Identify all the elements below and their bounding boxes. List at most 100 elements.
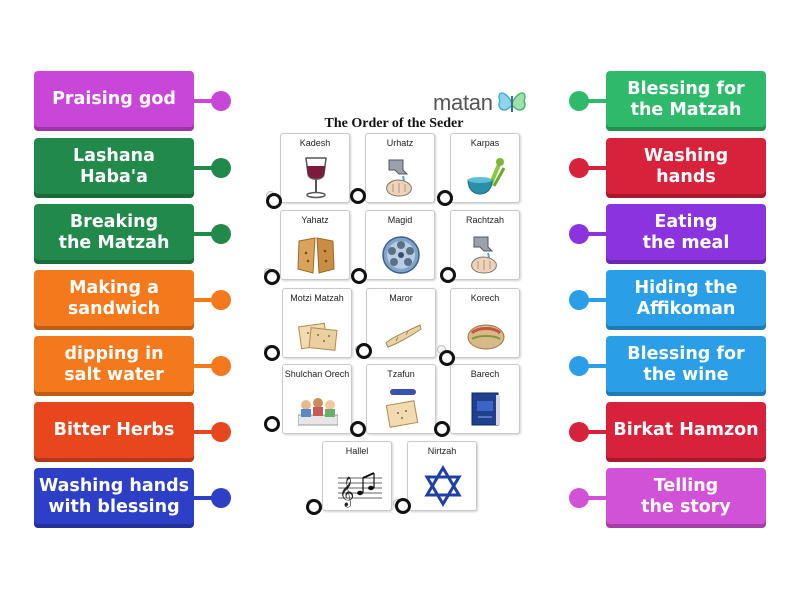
connector-knob[interactable] <box>211 422 231 442</box>
drop-target-motzi-matzah[interactable] <box>264 345 280 361</box>
connector-line <box>194 298 220 302</box>
card-nirtzah: Nirtzah <box>407 441 477 511</box>
drop-target-yahatz[interactable] <box>264 269 280 285</box>
answer-tile-birkat-hamzon[interactable]: Birkat Hamzon <box>606 402 766 462</box>
card-label: Maror <box>389 293 413 303</box>
answer-tile-bitter-herbs[interactable]: Bitter Herbs <box>34 402 194 462</box>
connector-line <box>194 430 220 434</box>
connector-knob[interactable] <box>211 91 231 111</box>
connector-line <box>580 232 606 236</box>
card-urhatz: Urhatz <box>365 133 435 203</box>
connector-line <box>580 99 606 103</box>
celery-bowl-icon <box>467 158 506 195</box>
star-of-david-icon <box>424 465 462 507</box>
drop-target-kadesh[interactable] <box>266 193 282 209</box>
card-label: Kadesh <box>299 138 331 148</box>
connector-knob[interactable] <box>211 290 231 310</box>
connector-line <box>194 99 220 103</box>
sandwich-icon <box>467 324 505 350</box>
answer-tile-hiding-the-affikoman[interactable]: Hiding the Affikoman <box>606 270 766 330</box>
drop-target-rachtzah[interactable] <box>440 267 456 283</box>
drop-target-nirtzah[interactable] <box>395 498 411 514</box>
drop-target-karpas[interactable] <box>437 190 453 206</box>
connector-line <box>580 430 606 434</box>
horseradish-icon <box>385 324 422 348</box>
drop-target-hallel[interactable] <box>306 499 322 515</box>
connector-knob[interactable] <box>211 224 231 244</box>
answer-tile-blessing-for-the-wine[interactable]: Blessing for the wine <box>606 336 766 396</box>
card-label: Tzafun <box>387 369 415 379</box>
broken-matzah-icon <box>297 237 335 274</box>
family-meal-icon <box>298 398 338 426</box>
drop-target-tzafun[interactable] <box>350 421 366 437</box>
answer-tile-praising-god[interactable]: Praising god <box>34 71 194 131</box>
answer-tile-lashana-habaa[interactable]: Lashana Haba'a <box>34 138 194 198</box>
card-label: Korech <box>470 293 500 303</box>
card-tzafun: Tzafun <box>366 364 436 434</box>
matan-logo: matan <box>433 88 529 118</box>
card-yahatz: Yahatz <box>280 210 350 280</box>
music-notes-icon: 𝄞 <box>338 472 382 508</box>
card-rachtzah: Rachtzah <box>450 210 520 280</box>
answer-tile-breaking-the-matzah[interactable]: Breaking the Matzah <box>34 204 194 264</box>
connector-knob[interactable] <box>569 422 589 442</box>
card-hallel: Hallel 𝄞 <box>322 441 392 511</box>
card-maror: Maror <box>366 288 436 358</box>
butterfly-icon <box>498 92 526 112</box>
drop-target-magid[interactable] <box>351 268 367 284</box>
card-barech: Barech <box>450 364 520 434</box>
matzah-icon <box>298 322 338 351</box>
answer-tile-making-a-sandwich[interactable]: Making a sandwich <box>34 270 194 330</box>
drop-target-barech[interactable] <box>434 421 450 437</box>
connector-knob[interactable] <box>569 488 589 508</box>
card-label: Karpas <box>470 138 500 148</box>
seder-title: The Order of the Seder <box>324 116 464 131</box>
connector-line <box>194 364 220 368</box>
connector-knob[interactable] <box>569 91 589 111</box>
logo-text: matan <box>433 90 493 115</box>
afikoman-icon <box>385 389 419 428</box>
wine-glass-icon <box>305 157 327 199</box>
card-label: Motzi Matzah <box>290 293 344 303</box>
answer-tile-dipping-in-salt-water[interactable]: dipping in salt water <box>34 336 194 396</box>
answer-tile-eating-the-meal[interactable]: Eating the meal <box>606 204 766 264</box>
answer-tile-washing-hands[interactable]: Washing hands <box>606 138 766 198</box>
answer-tile-washing-hands-with-blessing[interactable]: Washing hands with blessing <box>34 468 194 528</box>
connector-line <box>194 166 220 170</box>
svg-text:𝄞: 𝄞 <box>339 476 354 508</box>
card-korech: Korech <box>450 288 520 358</box>
card-label: Barech <box>470 369 500 379</box>
connector-knob[interactable] <box>569 224 589 244</box>
seder-plate-icon <box>382 236 420 274</box>
card-label: Urhatz <box>386 138 414 148</box>
card-motzi-matzah: Motzi Matzah <box>282 288 352 358</box>
connector-knob[interactable] <box>211 356 231 376</box>
drop-target-urhatz[interactable] <box>350 188 366 204</box>
connector-line <box>580 364 606 368</box>
prayer-book-icon <box>471 392 500 426</box>
connector-knob[interactable] <box>211 158 231 178</box>
answer-tile-telling-the-story[interactable]: Telling the story <box>606 468 766 528</box>
card-karpas: Karpas <box>450 133 520 203</box>
drop-target-shulchan-orech[interactable] <box>264 416 280 432</box>
card-label: Yahatz <box>301 215 329 225</box>
drop-target-korech[interactable] <box>439 350 455 366</box>
connector-knob[interactable] <box>569 356 589 376</box>
connector-knob[interactable] <box>211 488 231 508</box>
card-label: Hallel <box>345 446 369 456</box>
card-magid: Magid <box>365 210 435 280</box>
drop-target-maror[interactable] <box>356 343 372 359</box>
answer-tile-blessing-for-the-matzah[interactable]: Blessing for the Matzah <box>606 71 766 131</box>
hand-washing-icon <box>471 236 497 274</box>
connector-line <box>194 496 220 500</box>
connector-knob[interactable] <box>569 290 589 310</box>
connector-line <box>580 298 606 302</box>
card-label: Shulchan Orech <box>284 369 350 379</box>
hand-washing-icon <box>386 159 412 197</box>
connector-line <box>194 232 220 236</box>
card-label: Nirtzah <box>427 446 457 456</box>
card-shulchan-orech: Shulchan Orech <box>282 364 352 434</box>
card-label: Rachtzah <box>465 215 505 225</box>
connector-line <box>580 496 606 500</box>
connector-knob[interactable] <box>569 158 589 178</box>
